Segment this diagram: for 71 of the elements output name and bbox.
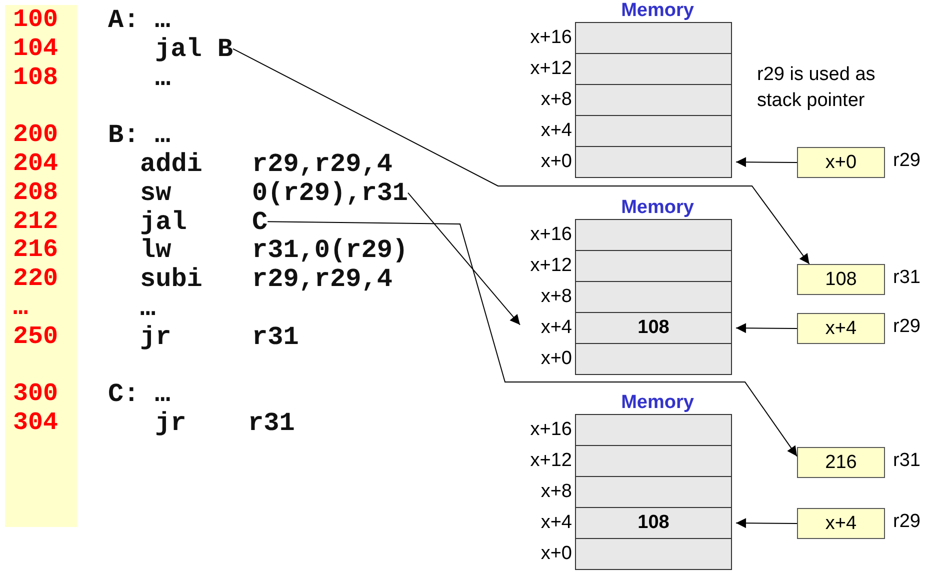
memory-heading: Memory	[620, 392, 695, 414]
register-box: 216	[797, 447, 885, 478]
memory-cell: 108	[575, 507, 732, 539]
address-label: x+12	[529, 449, 573, 473]
address-label: x+16	[529, 223, 573, 247]
address-label: x+16	[529, 26, 573, 50]
line-address: 304	[13, 409, 58, 438]
register-name: r29	[893, 510, 920, 534]
line-address: 208	[13, 178, 58, 207]
line-address: 300	[13, 380, 58, 408]
address-label: x+12	[529, 254, 573, 278]
line-address: 250	[13, 322, 58, 351]
arrow	[408, 192, 520, 326]
arrow	[736, 157, 798, 168]
register-box: x+0	[797, 147, 885, 178]
line-address: 220	[13, 265, 58, 294]
address-label: x+16	[529, 418, 573, 442]
code-text: jal	[140, 208, 187, 236]
code-text: …	[155, 64, 171, 92]
register-name: r29	[893, 315, 920, 339]
address-label: x+8	[540, 285, 573, 309]
line-address: 200	[13, 121, 58, 150]
code-text: C: …	[108, 380, 170, 408]
arrow	[232, 48, 810, 264]
code-text: sw	[140, 178, 172, 207]
address-label: x+4	[540, 316, 573, 340]
code-text: r29,r29,4	[252, 150, 392, 178]
code-text: r31,0(r29)	[252, 236, 408, 264]
code-text: r31	[252, 322, 299, 351]
register-name: r29	[893, 149, 920, 173]
line-address: 104	[13, 34, 58, 63]
line-address: …	[13, 294, 28, 322]
address-label: x+0	[540, 150, 573, 174]
code-text: jal B	[155, 34, 234, 63]
arrow	[267, 221, 798, 457]
code-text: lw	[140, 236, 172, 264]
code-text: …	[140, 294, 156, 322]
register-name: r31	[893, 266, 920, 290]
arrow	[736, 518, 798, 528]
arrow	[736, 323, 798, 334]
code-text: B: …	[108, 121, 170, 150]
memory-heading: Memory	[620, 197, 695, 219]
line-address: 108	[13, 64, 58, 92]
memory-heading: Memory	[620, 0, 695, 22]
address-label: x+8	[540, 480, 573, 504]
address-label: x+0	[540, 347, 573, 371]
line-address: 212	[13, 208, 58, 236]
line-address: 100	[13, 6, 58, 34]
code-text: jr	[155, 409, 186, 438]
code-text: 0(r29),r31	[252, 178, 408, 207]
address-column	[5, 5, 77, 527]
code-text: r31	[248, 409, 295, 438]
address-label: x+4	[540, 119, 573, 143]
code-text: subi	[140, 265, 202, 294]
register-box: x+4	[797, 313, 885, 344]
register-box: 108	[797, 264, 885, 295]
address-label: x+8	[540, 88, 573, 112]
register-box: x+4	[797, 508, 885, 539]
line-address: 204	[13, 150, 58, 178]
code-text: addi	[140, 150, 202, 178]
memory-cell: 108	[575, 312, 732, 344]
address-label: x+12	[529, 57, 573, 81]
code-text: r29,r29,4	[252, 265, 392, 294]
address-label: x+4	[540, 511, 573, 535]
note-text: r29 is used as stack pointer	[757, 63, 876, 113]
address-label: x+0	[540, 542, 573, 566]
code-text: A: …	[108, 6, 170, 34]
line-address: 216	[13, 236, 58, 264]
code-text: jr	[140, 322, 172, 351]
code-text: C	[252, 208, 268, 236]
register-name: r31	[893, 449, 920, 473]
